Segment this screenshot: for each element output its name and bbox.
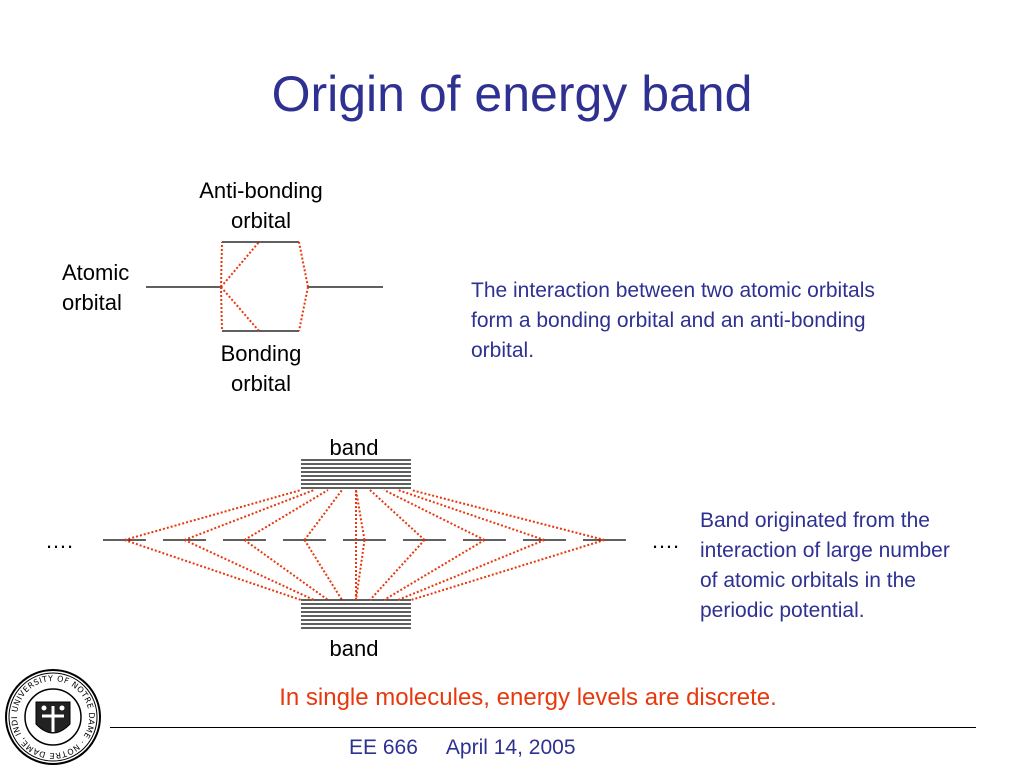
connector-line: [397, 539, 545, 601]
connector-line: [397, 489, 545, 541]
footer-divider: [110, 727, 976, 728]
connector-line: [220, 241, 223, 288]
connector-line: [410, 489, 605, 541]
connector-line: [303, 489, 343, 541]
connector-line: [220, 286, 223, 332]
connector-line: [243, 489, 329, 541]
connector-line: [355, 539, 366, 601]
connector-line: [124, 489, 302, 541]
right-ellipsis: ….: [651, 528, 680, 553]
connector-line: [303, 539, 343, 601]
atomic-orbital-label: Atomic orbital: [62, 260, 130, 315]
connector-line: [220, 286, 260, 332]
lower-band-label: band: [329, 636, 379, 661]
footer: EE 666 April 14, 2005: [349, 733, 576, 763]
left-ellipsis: ….: [45, 528, 74, 553]
connector-line: [124, 539, 302, 601]
connector-line: [369, 489, 426, 541]
connector-line: [243, 539, 329, 601]
discrete-levels-note: In single molecules, energy levels are d…: [279, 684, 777, 711]
connector-line: [355, 489, 366, 541]
band-description: Band originated from the interaction of …: [700, 509, 950, 622]
connector-line: [184, 489, 315, 541]
connector-line: [184, 539, 315, 601]
connector-line: [298, 241, 309, 288]
upper-band-label: band: [329, 435, 379, 460]
slide-title: Origin of energy band: [271, 66, 753, 122]
footer-date: April 14, 2005: [445, 736, 576, 759]
bonding-orbital-label: Bonding orbital: [220, 341, 302, 396]
connector-line: [369, 539, 426, 601]
university-seal-icon: UNIVERSITY OF NOTRE DAME · NOTRE DAME, I…: [4, 668, 101, 765]
connector-line: [383, 489, 485, 541]
connector-line: [383, 539, 486, 601]
footer-course: EE 666: [349, 736, 418, 759]
connector-line: [220, 241, 260, 288]
connector-line: [298, 286, 309, 332]
orbital-description: The interaction between two atomic orbit…: [471, 279, 875, 362]
antibonding-orbital-label: Anti-bonding orbital: [199, 178, 323, 233]
connector-line: [410, 539, 605, 601]
